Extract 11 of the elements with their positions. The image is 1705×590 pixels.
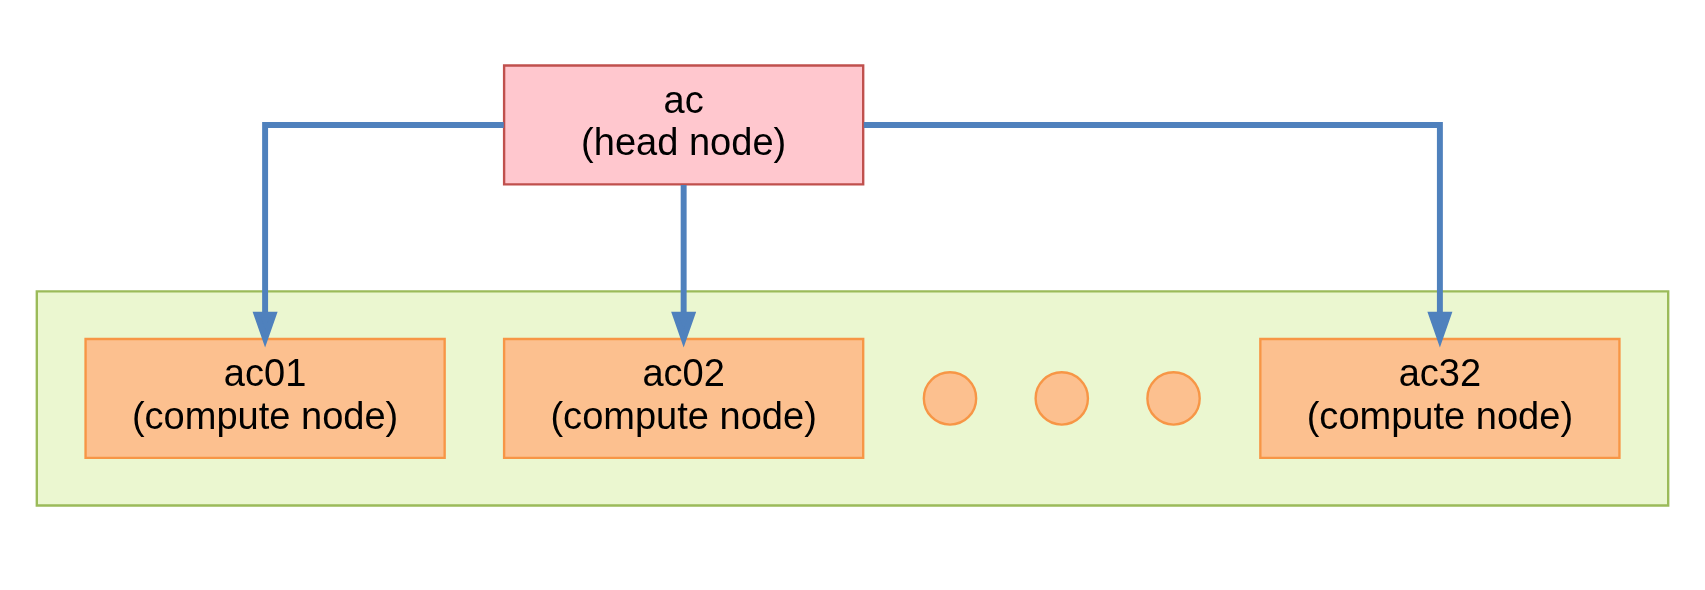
cluster [35,290,1670,507]
node-box: ac32 (compute node) [1259,337,1621,460]
arrow [252,122,504,348]
node-circle [1146,371,1201,426]
node-circle [922,371,978,426]
arrow [671,185,697,348]
node-box: ac (head node) [502,64,865,186]
node-box: ac01 (compute node) [84,337,446,460]
node-box: ac02 (compute node) [502,337,865,460]
arrow [863,122,1453,348]
node-circle [1034,371,1090,426]
